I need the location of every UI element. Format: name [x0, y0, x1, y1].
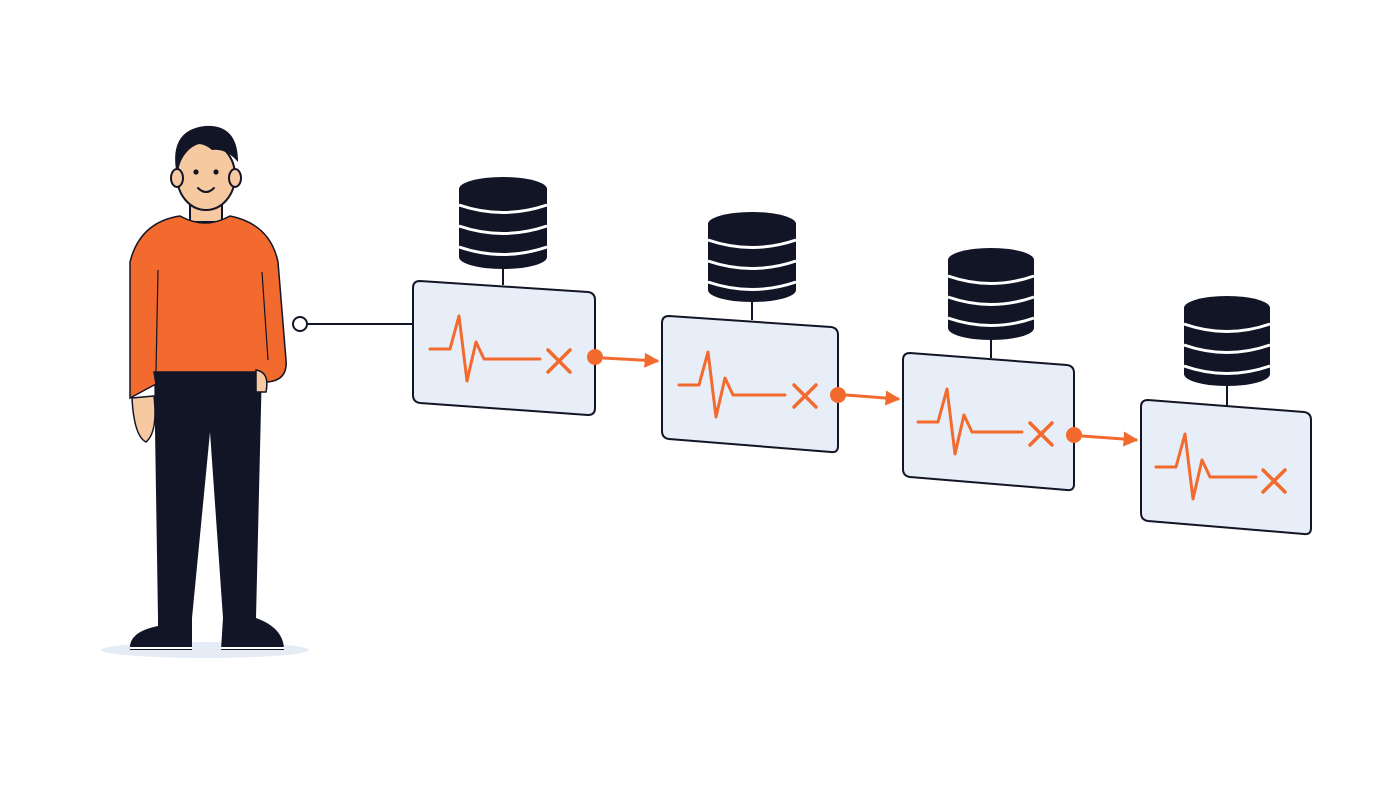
database-icon [1183, 296, 1271, 386]
x-mark-icon [1261, 468, 1287, 494]
chain-arrow-2-3 [830, 387, 901, 406]
heartbeat-line-icon [916, 387, 1024, 456]
user-connector [292, 316, 412, 332]
heartbeat-line-icon [677, 350, 787, 419]
arrow-line [602, 352, 660, 368]
x-mark-icon [792, 383, 818, 409]
service-panel [661, 314, 839, 454]
person-left-shoe [129, 618, 192, 650]
service-panel [412, 279, 596, 417]
arrow-line [845, 390, 901, 406]
heartbeat-line-icon [428, 314, 542, 383]
heartbeat-line-icon [1154, 432, 1258, 501]
person-right-ear [228, 168, 242, 188]
person-left-ear [170, 168, 184, 188]
database-icon [458, 177, 548, 269]
person-illustration [101, 125, 309, 658]
person-right-arm-line [261, 271, 269, 361]
person-smile [197, 187, 215, 193]
x-mark-icon [546, 348, 572, 374]
person-sweater-arm-line [155, 269, 159, 373]
person-sweater [129, 215, 287, 400]
person-left-eye [193, 169, 199, 175]
user-connector-start-dot [292, 316, 308, 332]
database-icon [707, 212, 797, 302]
person-right-shoe [221, 618, 284, 650]
arrow-origin-dot [830, 387, 846, 403]
arrow-line [1081, 431, 1139, 447]
arrow-origin-dot [1066, 427, 1082, 443]
database-icon [947, 248, 1035, 340]
service-node-4 [1140, 296, 1312, 536]
chain-arrow-1-2 [587, 349, 660, 368]
x-mark-icon [1028, 421, 1054, 447]
service-panel [902, 351, 1075, 492]
service-node-2 [661, 212, 839, 454]
service-node-3 [902, 248, 1075, 492]
service-node-1 [412, 177, 596, 417]
arrow-origin-dot [587, 349, 603, 365]
chain-arrow-3-4 [1066, 427, 1139, 447]
person-right-eye [213, 169, 219, 175]
person-left-hand [131, 395, 156, 443]
person-right-hand [255, 369, 268, 393]
person-pants [154, 366, 262, 618]
service-panel [1140, 398, 1312, 536]
person-hair [175, 125, 238, 170]
